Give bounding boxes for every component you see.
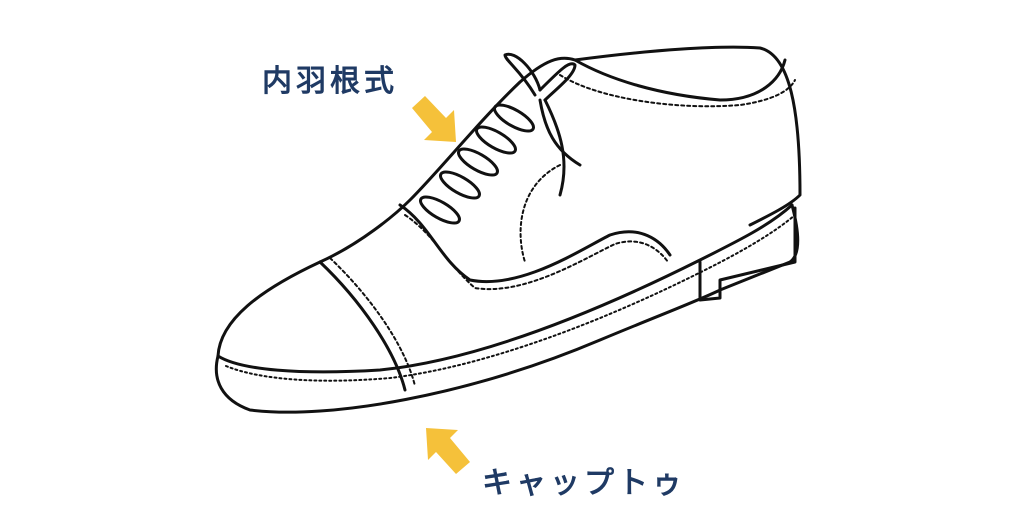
arrow-bottom <box>426 428 470 474</box>
welt-stitch <box>225 214 796 382</box>
welt <box>216 203 794 374</box>
cap-toe-seam <box>318 260 407 392</box>
label-uchibane: 内羽根式 <box>262 64 398 99</box>
label-cap-toe: キャップトゥ <box>482 466 686 501</box>
heel <box>698 206 797 302</box>
arrow-top <box>412 96 456 142</box>
laces <box>419 52 582 225</box>
sole <box>214 203 800 414</box>
